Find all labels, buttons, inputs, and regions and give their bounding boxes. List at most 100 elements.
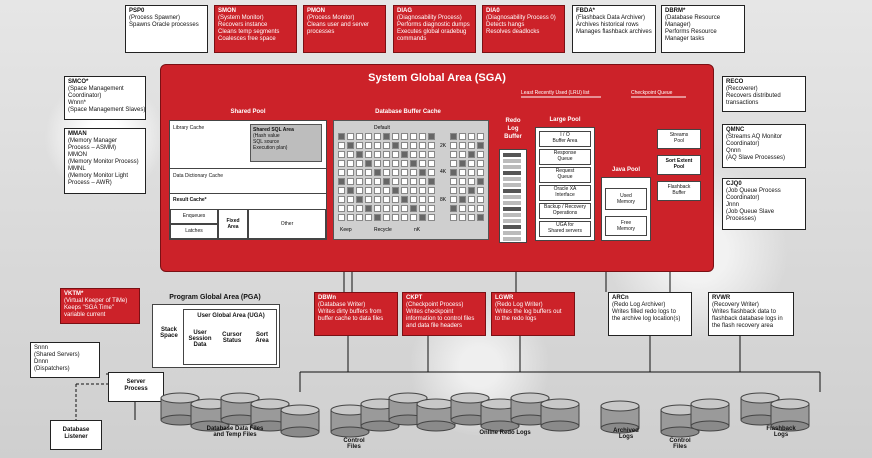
buffer-block — [428, 205, 435, 212]
shared-pool: Library Cache Shared SQL Area (Hash valu… — [169, 120, 327, 240]
process-name: SMON — [218, 8, 236, 14]
buffer-block — [356, 178, 363, 185]
buffer-block — [468, 142, 475, 149]
buffer-block — [410, 196, 417, 203]
buffer-block — [410, 205, 417, 212]
pga-title: Program Global Area (PGA) — [169, 294, 261, 301]
process-name: FBDA* — [576, 8, 595, 14]
cursor-status: Cursor Status — [222, 332, 242, 344]
buffer-block — [410, 169, 417, 176]
redo-entry — [503, 201, 521, 205]
buffer-block — [338, 187, 345, 194]
buffer-block — [459, 187, 466, 194]
process-psp0: PSP0 (Process Spawner) Spawns Oracle pro… — [125, 5, 208, 53]
buffer-block — [410, 178, 417, 185]
large-pool-label: Large Pool — [549, 117, 581, 123]
buffer-block — [450, 142, 457, 149]
buffer-block — [401, 214, 408, 221]
shared-sql-area: Shared SQL Area (Hash value SQL source E… — [250, 124, 322, 162]
buffer-block — [356, 169, 363, 176]
redo-entry — [503, 183, 521, 187]
enqueues-box: Enqueues — [170, 209, 218, 224]
buffer-block — [347, 205, 354, 212]
buffer-block — [374, 196, 381, 203]
buffer-block — [428, 196, 435, 203]
buffer-block — [338, 178, 345, 185]
buffer-grid-nk — [450, 133, 486, 223]
buffer-block — [401, 160, 408, 167]
disk-drum — [510, 392, 550, 426]
process-vktm: VKTM* (Virtual Keeper of TiMe) Keeps "SG… — [60, 288, 140, 324]
buffer-block — [428, 160, 435, 167]
process-name: RVWR — [712, 295, 731, 301]
buffer-block — [356, 187, 363, 194]
control-files-label-2: Control Files — [669, 438, 691, 450]
online-redo-label: Online Redo Logs — [479, 430, 531, 436]
keep-label: Keep — [340, 227, 352, 233]
sort-area: Sort Area — [255, 332, 269, 344]
buffer-block — [468, 133, 475, 140]
buffer-block — [392, 196, 399, 203]
process-name: DIAG — [397, 8, 412, 14]
redo-entry — [503, 177, 521, 181]
buffer-block — [468, 178, 475, 185]
buffer-block — [428, 151, 435, 158]
buffer-block — [459, 178, 466, 185]
buffer-block — [338, 169, 345, 176]
buffer-block — [338, 160, 345, 167]
process-ckpt: CKPT (Checkpoint Process) Writes checkpo… — [402, 292, 486, 336]
process-rvwr: RVWR (Recovery Writer) Writes flashback … — [708, 292, 794, 336]
buffer-block — [365, 142, 372, 149]
process-desc: (System Monitor) Recovers instance Clean… — [218, 15, 280, 42]
buffer-block — [468, 205, 475, 212]
buffer-block — [419, 196, 426, 203]
redo-entry — [503, 207, 521, 211]
process-desc: (Process Spawner) Spawns Oracle processe… — [129, 15, 199, 28]
buffer-block — [428, 187, 435, 194]
process-name: RECO — [726, 79, 744, 85]
buffer-block — [392, 178, 399, 185]
buffer-block — [450, 205, 457, 212]
buffer-block — [374, 151, 381, 158]
buffer-block — [383, 160, 390, 167]
buffer-block — [468, 214, 475, 221]
stack-space: Stack Space — [160, 327, 178, 339]
process-desc: (Streams AQ Monitor Coordinator) Qnnn (A… — [726, 134, 786, 161]
buffer-block — [410, 187, 417, 194]
buffer-block — [374, 160, 381, 167]
buffer-block — [450, 187, 457, 194]
process-cjq0: CJQ0 (Job Queue Process Coordinator) Jnn… — [722, 178, 806, 230]
process-desc: (Redo Log Archiver) Writes filled redo l… — [612, 302, 681, 322]
buffer-block — [383, 142, 390, 149]
process-desc: (Process Monitor) Cleans user and server… — [307, 15, 370, 35]
buffer-block — [347, 196, 354, 203]
buffer-block — [356, 196, 363, 203]
used-memory: Used Memory — [605, 188, 647, 210]
disk-drum — [740, 392, 780, 426]
process-reco: RECO (Recoverer) Recovers distributed tr… — [722, 76, 806, 112]
buffer-block — [450, 196, 457, 203]
buffer-block — [459, 160, 466, 167]
buffer-block — [419, 133, 426, 140]
buffer-block — [419, 214, 426, 221]
buffer-grid — [338, 133, 438, 223]
process-smco: SMCO* (Space Management Coordinator) Wnn… — [64, 76, 146, 120]
buffer-block — [450, 178, 457, 185]
process-desc: (Flashback Data Archiver) Archives histo… — [576, 15, 652, 35]
process-desc: (Recovery Writer) Writes flashback data … — [712, 302, 783, 329]
library-cache-label: Library Cache — [173, 125, 205, 131]
process-fbda: FBDA* (Flashback Data Archiver) Archives… — [572, 5, 656, 53]
k2-label: 2K — [440, 143, 447, 149]
buffer-block — [383, 133, 390, 140]
buffer-block — [468, 187, 475, 194]
buffer-cache: Default 2K 4K 8K Keep Recycle nK — [333, 120, 489, 240]
large-pool-item: Response Queue — [539, 149, 591, 165]
process-desc: (Diagnosability Process 0) Detects hangs… — [486, 15, 556, 35]
disk-drum — [540, 398, 580, 432]
buffer-block — [392, 169, 399, 176]
process-mman: MMAN (Memory Manager Process – ASMM) MMO… — [64, 128, 146, 194]
buffer-block — [410, 214, 417, 221]
buffer-block — [347, 160, 354, 167]
disk-drum — [770, 398, 810, 432]
